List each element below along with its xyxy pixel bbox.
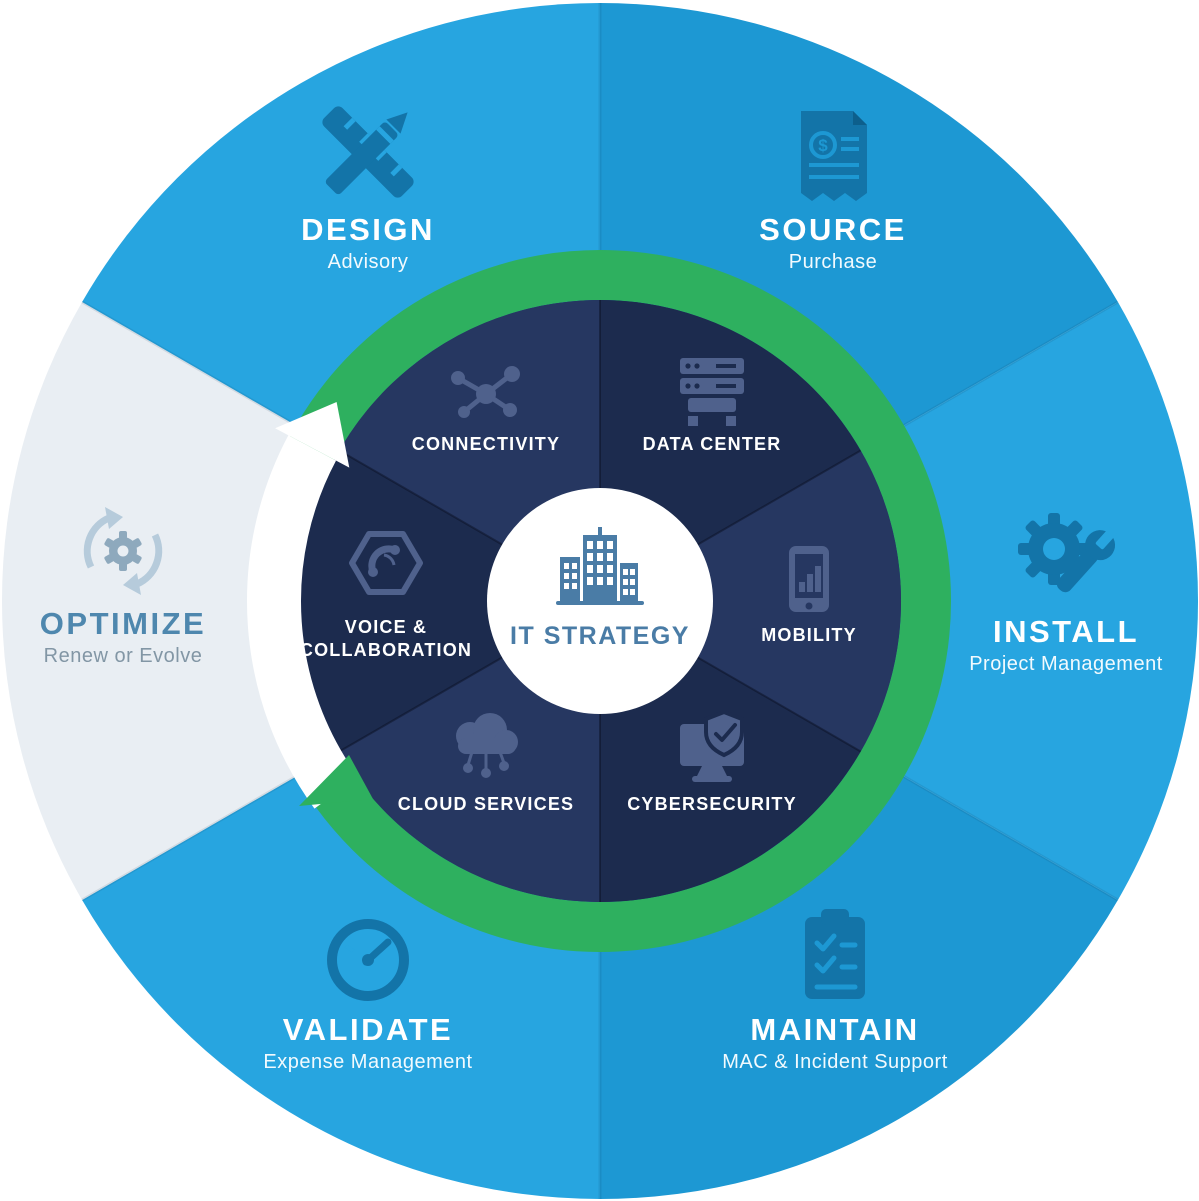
optimize-heading: OPTIMIZE bbox=[40, 606, 206, 641]
optimize-subheading: Renew or Evolve bbox=[44, 645, 203, 667]
maintain-heading: MAINTAIN bbox=[750, 1012, 919, 1047]
dollar-glyph: $ bbox=[818, 136, 828, 155]
cloud-services-segment-group: CLOUD SERVICES bbox=[398, 713, 575, 814]
voice-collaboration-segment-group: VOICE & COLLABORATION bbox=[300, 531, 472, 660]
cloud-services-label: CLOUD SERVICES bbox=[398, 794, 575, 814]
mobility-icon bbox=[789, 546, 829, 612]
validate-subheading: Expense Management bbox=[263, 1051, 472, 1073]
install-icon bbox=[1018, 513, 1117, 593]
inner-segment-voice bbox=[298, 450, 600, 752]
source-icon: $ bbox=[801, 111, 867, 201]
maintain-segment-group: MAINTAIN MAC & Incident Support bbox=[722, 909, 948, 1073]
source-subheading: Purchase bbox=[789, 251, 878, 273]
green-arrowhead-icon bbox=[299, 755, 373, 806]
install-segment-group: INSTALL Project Management bbox=[969, 513, 1163, 675]
install-subheading: Project Management bbox=[969, 653, 1163, 675]
connectivity-icon bbox=[451, 366, 520, 418]
optimize-icon bbox=[83, 507, 163, 595]
white-arrowhead-icon bbox=[275, 402, 350, 468]
mobility-segment-group: MOBILITY bbox=[761, 546, 857, 645]
cybersecurity-segment-group: CYBERSECURITY bbox=[627, 709, 797, 814]
cybersecurity-label: CYBERSECURITY bbox=[627, 794, 797, 814]
validate-segment-group: VALIDATE Expense Management bbox=[263, 919, 472, 1073]
inner-segment-mobility bbox=[600, 450, 902, 752]
source-heading: SOURCE bbox=[759, 212, 907, 247]
data-center-icon bbox=[680, 358, 744, 426]
mobility-label: MOBILITY bbox=[761, 625, 857, 645]
building-icon bbox=[556, 527, 644, 605]
voice-collaboration-label-line1: VOICE & bbox=[345, 617, 427, 637]
validate-icon bbox=[327, 919, 409, 1001]
optimize-segment-group: OPTIMIZE Renew or Evolve bbox=[40, 507, 206, 667]
cloud-services-icon bbox=[456, 713, 518, 778]
validate-heading: VALIDATE bbox=[283, 1012, 453, 1047]
maintain-subheading: MAC & Incident Support bbox=[722, 1051, 948, 1073]
design-subheading: Advisory bbox=[328, 251, 409, 273]
data-center-segment-group: DATA CENTER bbox=[643, 358, 782, 454]
connectivity-label: CONNECTIVITY bbox=[412, 434, 560, 454]
cybersecurity-icon bbox=[680, 709, 744, 782]
design-segment-group: DESIGN Advisory bbox=[301, 106, 435, 273]
source-segment-group: $ SOURCE Purchase bbox=[759, 111, 907, 273]
connectivity-segment-group: CONNECTIVITY bbox=[412, 366, 560, 454]
voice-collaboration-icon bbox=[349, 531, 423, 595]
data-center-label: DATA CENTER bbox=[643, 434, 782, 454]
install-heading: INSTALL bbox=[993, 614, 1139, 649]
white-cycle-arrow bbox=[247, 435, 359, 809]
voice-collaboration-label-line2: COLLABORATION bbox=[300, 640, 472, 660]
design-heading: DESIGN bbox=[301, 212, 435, 247]
maintain-icon bbox=[805, 909, 865, 999]
center-label: IT STRATEGY bbox=[510, 622, 690, 650]
design-icon bbox=[322, 106, 414, 198]
